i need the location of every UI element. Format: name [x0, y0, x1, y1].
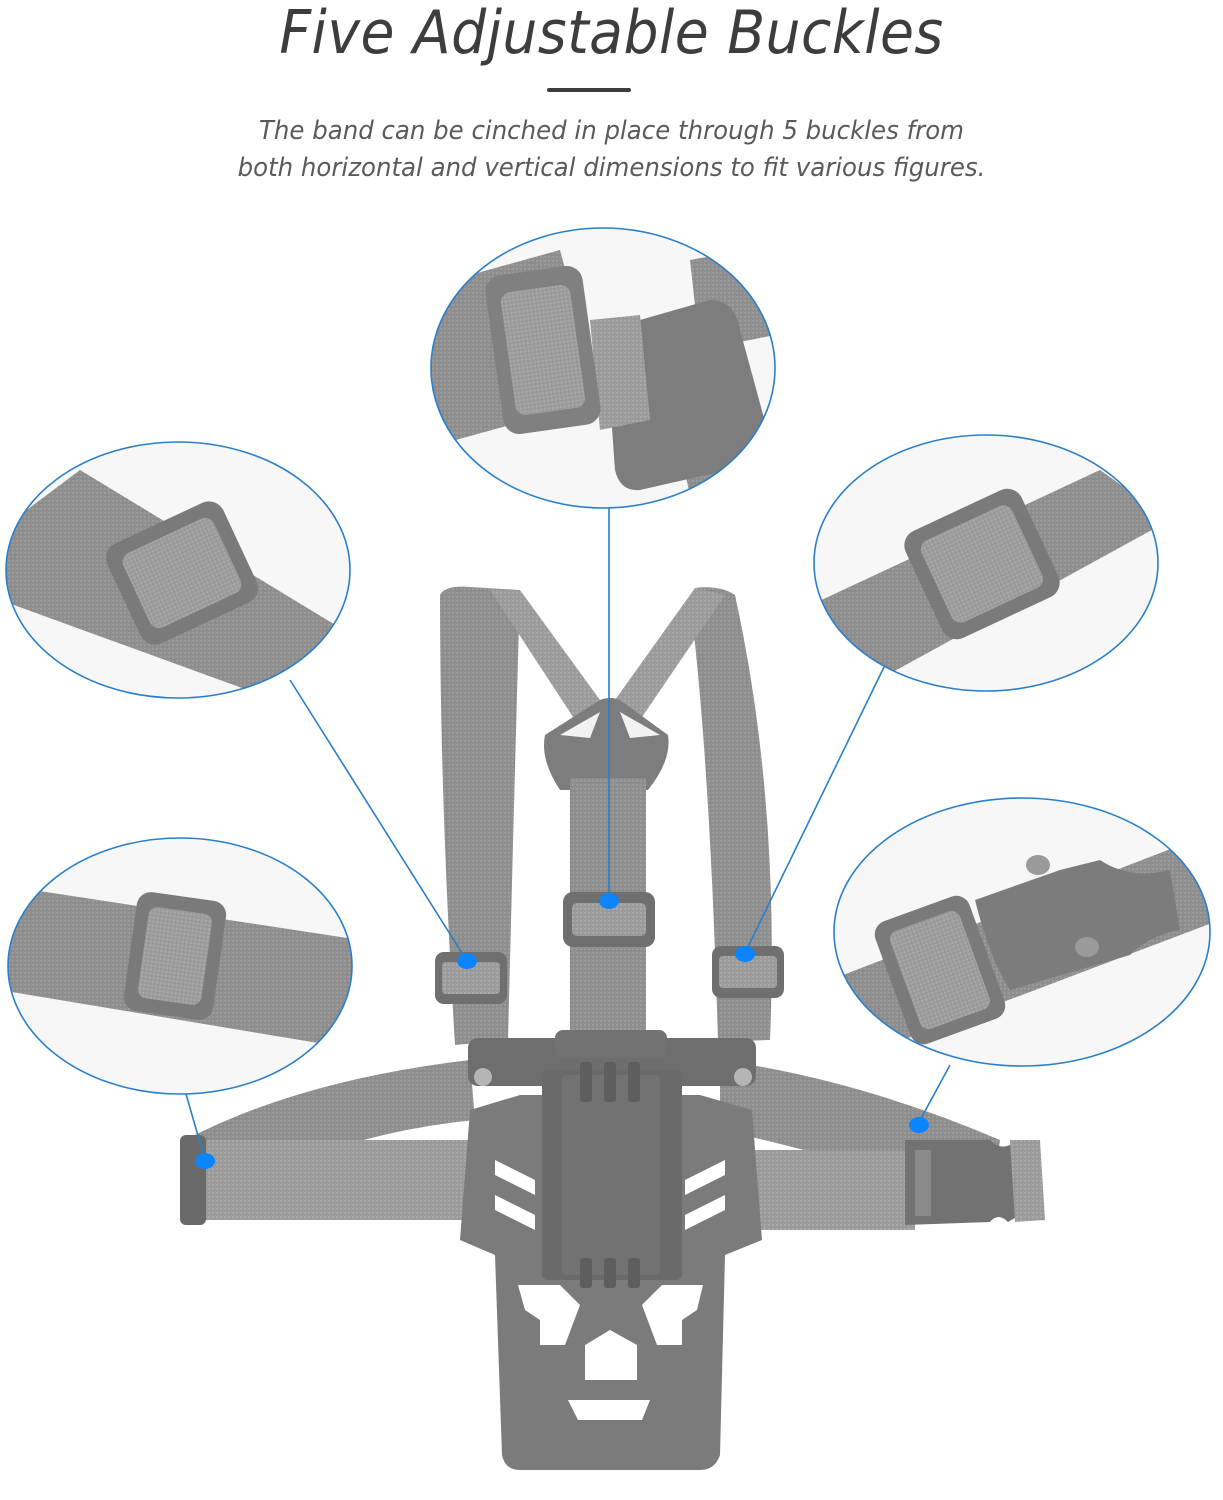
screw-left [474, 1068, 492, 1086]
page-title: Five Adjustable Buckles [279, 0, 944, 68]
subtitle: The band can be cinched in place through… [37, 113, 1187, 187]
callout-connectors [185, 508, 951, 1161]
screw-right [734, 1068, 752, 1086]
harness [180, 586, 1045, 1470]
callout-dots [195, 893, 929, 1169]
logo-plate [605, 300, 770, 491]
dot-left-shoulder-buckle [457, 953, 477, 969]
center-yoke [544, 698, 669, 790]
subtitle-line-1: The band can be cinched in place through… [258, 116, 964, 146]
side-release-buckle [905, 1140, 1020, 1225]
side-release-buckle-closeup [975, 860, 1180, 990]
dot-left-waist-buckle [195, 1153, 215, 1169]
callout-lower-left [7, 837, 353, 1095]
dot-center-buckle [599, 893, 619, 909]
left-shoulder-strap [440, 586, 520, 1045]
callout-upper-left [5, 441, 351, 699]
subtitle-line-2: both horizontal and vertical dimensions … [237, 153, 986, 183]
dot-right-waist-buckle [909, 1117, 929, 1133]
dot-right-shoulder-buckle [735, 946, 755, 962]
callout-upper-right [813, 434, 1159, 692]
right-shoulder-strap [690, 587, 772, 1042]
callout-lower-right [833, 797, 1211, 1067]
title-divider [547, 88, 631, 92]
callout-top-center [430, 227, 776, 509]
